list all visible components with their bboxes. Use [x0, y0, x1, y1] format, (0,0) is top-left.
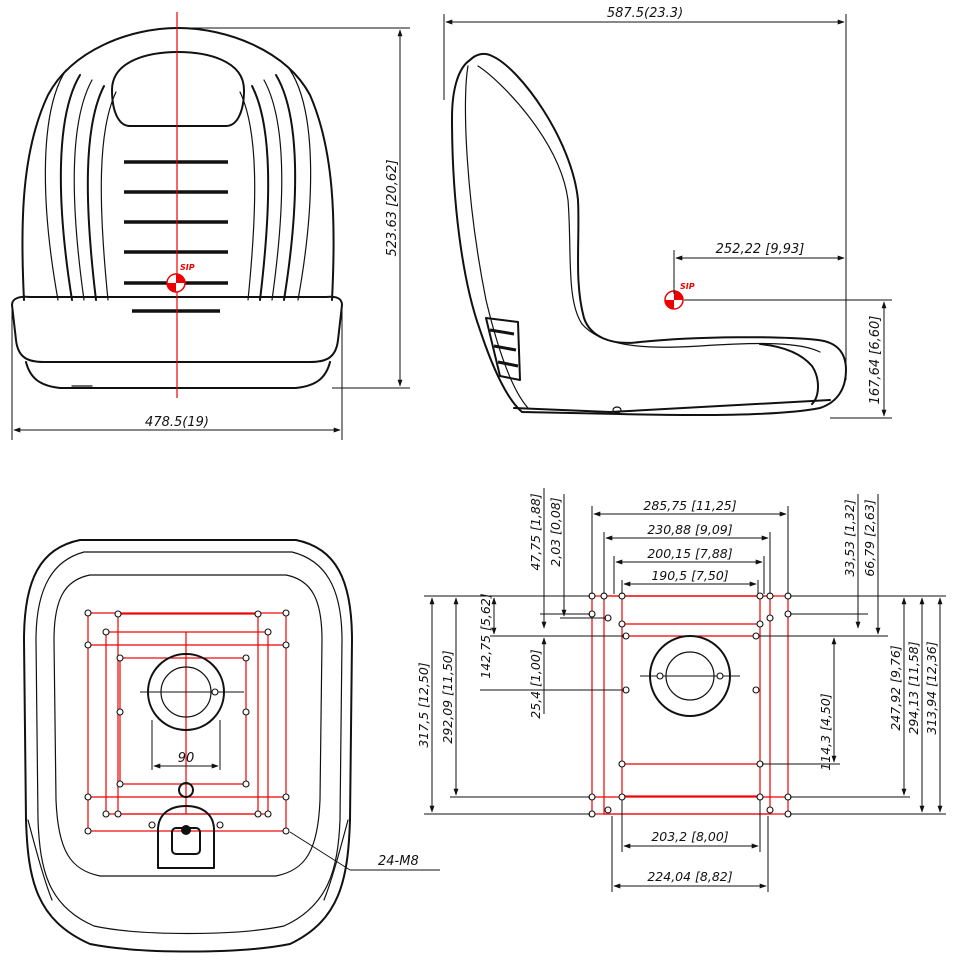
right-offset-1: 33,53 [1,32]	[842, 499, 857, 576]
pattern-frames	[591, 595, 789, 815]
top-width-1: 285,75 [11,25]	[643, 498, 736, 513]
side-backrest-outline	[451, 52, 847, 417]
right-height-3: 294,13 [11,58]	[906, 641, 921, 734]
left-offset-1: 47,75 [1,88]	[528, 493, 543, 570]
headrest-opening	[111, 51, 245, 127]
backrest-outline	[21, 27, 335, 301]
side-sip-label: SIP	[680, 282, 695, 291]
top-width-4: 190,5 [7,50]	[651, 568, 728, 583]
seat-cushion-front	[11, 295, 343, 363]
front-width-label: 478.5(19)	[145, 415, 209, 430]
bottom-width-1: 203,2 [8,00]	[651, 829, 728, 844]
front-sip-label: SIP	[180, 263, 195, 272]
top-width-2: 230,88 [9,09]	[647, 522, 732, 537]
side-sip-depth-label: 252,22 [9,93]	[716, 242, 805, 257]
left-height-4: 25,4 [1,00]	[528, 649, 543, 719]
bottom-mount-holes	[84, 609, 290, 835]
front-view: SIP 523.63 [20,62] 478.5(19)	[11, 12, 410, 440]
side-adjust-lever	[485, 317, 521, 381]
side-sip-height-label: 167,64 [6,60]	[868, 316, 883, 405]
left-height-3: 142,75 [5,62]	[478, 593, 493, 678]
pattern-holes	[588, 592, 792, 818]
mounting-pattern-view: 285,75 [11,25] 230,88 [9,09] 200,15 [7,8…	[416, 488, 946, 892]
side-sip-marker: SIP	[664, 282, 695, 310]
right-height-2: 247,92 [9,76]	[888, 645, 903, 730]
bottom-width-2: 224,04 [8,82]	[647, 869, 732, 884]
front-sip-marker: SIP	[166, 263, 195, 293]
side-depth-label: 587.5(23.3)	[607, 6, 683, 21]
bottom-mount-frames	[87, 612, 287, 832]
bottom-outer-outline	[23, 539, 353, 953]
bottom-switch-housing	[157, 805, 215, 869]
seat-base	[25, 361, 331, 389]
right-height-1: 114,3 [4,50]	[818, 693, 833, 770]
left-height-1: 317,5 [12,50]	[416, 662, 431, 747]
bottom-view: 90 24-M8	[23, 539, 440, 953]
left-height-2: 292,09 [11,50]	[440, 650, 455, 743]
bottom-spacing-label: 90	[178, 751, 195, 766]
side-base	[513, 399, 831, 413]
bottom-bolt-callout: 24-M8	[378, 854, 419, 869]
front-height-label: 523.63 [20,62]	[385, 160, 400, 257]
right-offset-2: 66,79 [2,63]	[862, 499, 877, 576]
side-view: SIP 587.5(23.3) 252,22 [9,93] 167,64 [6,…	[443, 6, 892, 419]
left-offset-2: 2,03 [0,08]	[548, 497, 563, 567]
right-height-4: 313,94 [12,36]	[924, 641, 939, 734]
top-width-3: 200,15 [7,88]	[647, 546, 732, 561]
